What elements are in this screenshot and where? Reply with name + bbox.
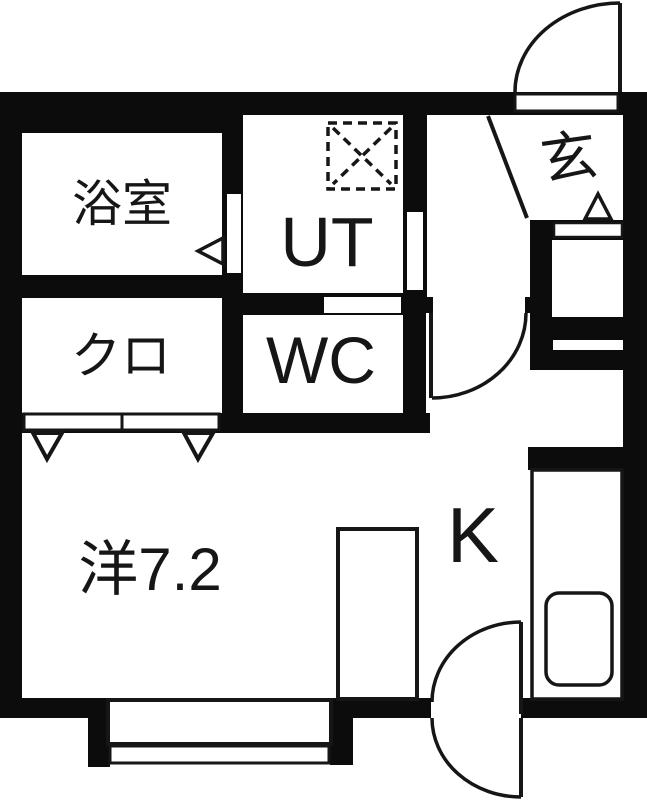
room-toilet (243, 315, 403, 413)
toilet-door-opening (324, 297, 401, 313)
bottom-door-opening (431, 698, 521, 718)
hall-door-opening (433, 297, 525, 313)
bathroom-door-leaf (227, 194, 241, 273)
utility-label: UT (280, 203, 374, 281)
hall-door-arc (431, 312, 528, 400)
wall-under-toilet (222, 413, 430, 433)
utility-door-opening (407, 212, 423, 290)
sliding-window-outer (106, 698, 333, 746)
door-swing-area (426, 313, 530, 433)
closet-door-arrow-left (29, 431, 66, 464)
western-room-label: 洋7.2 (78, 536, 222, 603)
entrance-label: 玄 (536, 122, 602, 193)
shoe-cabinet (552, 240, 623, 317)
kitchen-sink (544, 591, 614, 687)
bathroom-door-arrow (194, 235, 225, 267)
wall-window-block (330, 698, 353, 765)
counter-peninsula (336, 527, 419, 701)
kitchen-label: K (446, 491, 500, 579)
entrance-threshold (513, 92, 620, 113)
bottom-door-arc-outer (430, 717, 522, 799)
entrance-door-arc (513, 1, 621, 93)
entrance-step-line (486, 115, 529, 219)
toilet-label: WC (266, 323, 376, 397)
closet-label: クロ (71, 328, 171, 384)
wall-outer-step (88, 718, 110, 767)
closet-door-arrow-right (180, 431, 217, 464)
cabinet-slit (553, 340, 623, 350)
bathroom-label: 浴室 (72, 176, 172, 232)
washing-machine-space (326, 121, 398, 191)
bottom-door-arc-inner (430, 620, 522, 703)
room-bathroom (22, 133, 222, 275)
sliding-window-sill (108, 744, 331, 765)
wall-kitchen-top (528, 447, 623, 470)
room-utility (243, 115, 403, 293)
entrance-step-board (552, 221, 624, 239)
room-closet (22, 298, 222, 413)
entrance-step-arrow (582, 190, 614, 221)
